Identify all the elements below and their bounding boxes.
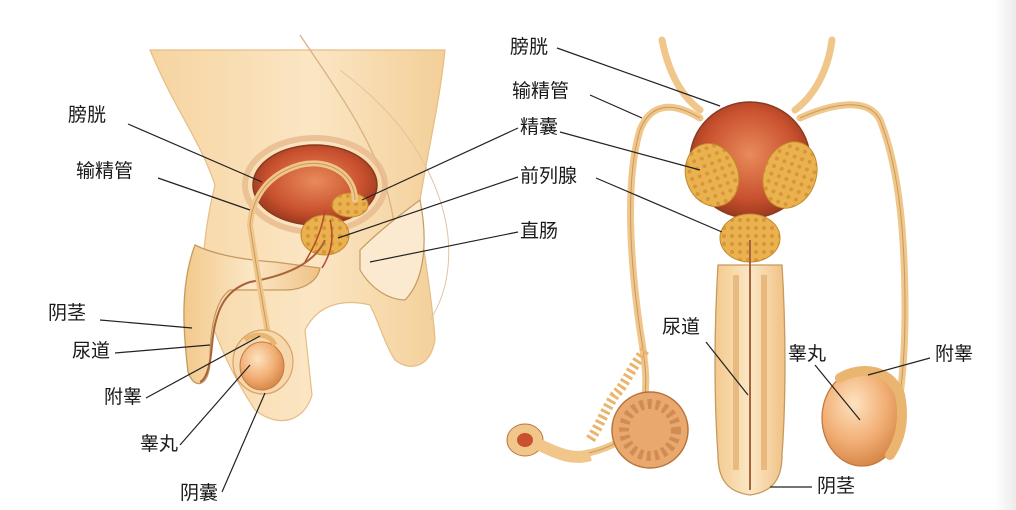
leader-right-bladder (557, 48, 720, 106)
right-ureter-right (795, 40, 832, 110)
label-left-prostate: 前列腺 (520, 167, 577, 186)
leader-left-scrotum (222, 393, 265, 492)
label-left-rectum: 直肠 (520, 222, 558, 241)
label-left-bladder: 膀胱 (68, 106, 106, 125)
left-seminal-vesicle (332, 193, 368, 217)
label-right-bladder: 膀胱 (510, 38, 548, 57)
right-vas-cut-tube (540, 445, 590, 457)
left-testis (240, 342, 284, 390)
leader-right-vas-deferens (590, 95, 642, 118)
label-left-seminal-vesicle: 精囊 (520, 118, 558, 137)
left-sagittal-figure (150, 35, 449, 421)
right-frontal-figure (507, 40, 905, 495)
label-right-urethra: 尿道 (662, 318, 700, 337)
right-vas-cut-lumen (517, 433, 533, 447)
label-right-vas-deferens: 输精管 (512, 82, 569, 101)
label-left-testis: 睾丸 (140, 435, 178, 454)
label-left-urethra: 尿道 (72, 342, 110, 361)
right-ureter-left (662, 40, 700, 110)
page-edge-shadow (994, 0, 1016, 510)
label-left-penis: 阴茎 (48, 304, 86, 323)
label-right-penis: 阴茎 (817, 477, 855, 496)
label-left-scrotum: 阴囊 (180, 484, 218, 503)
label-left-vas-deferens: 输精管 (76, 162, 133, 181)
label-right-epididymis: 附睾 (935, 345, 973, 364)
left-prostate (301, 215, 349, 255)
label-left-epididymis: 附睾 (104, 388, 142, 407)
leader-left-penis (100, 320, 192, 328)
label-right-testis: 睾丸 (788, 345, 826, 364)
